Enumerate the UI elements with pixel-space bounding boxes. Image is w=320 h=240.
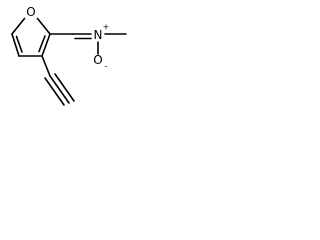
- triple-bond-2: [44, 77, 65, 106]
- structure-diagram: O N + O -: [0, 0, 176, 119]
- bond-c2-o1: [36, 17, 51, 35]
- bond-c3-c2: [41, 33, 51, 57]
- bond-c3-alkyne-carbon: [41, 55, 51, 77]
- oxygen-charge-label: -: [105, 62, 108, 71]
- double-bond-inner-c3-c2: [38, 35, 46, 53]
- double-bond-inner-c5-c4: [15, 35, 23, 53]
- triple-bond-1: [49, 75, 70, 104]
- furan-oxygen-label: O: [26, 5, 35, 19]
- molecule-svg: O N + O -: [11, 5, 127, 106]
- oxide-oxygen-label: O: [93, 53, 102, 67]
- bond-c5-c4: [11, 33, 20, 57]
- bond-o1-c5: [11, 17, 26, 35]
- triple-bond-3: [54, 73, 75, 102]
- nitrogen-charge-label: +: [103, 23, 110, 32]
- oxime-nitrogen-label: N: [94, 28, 103, 42]
